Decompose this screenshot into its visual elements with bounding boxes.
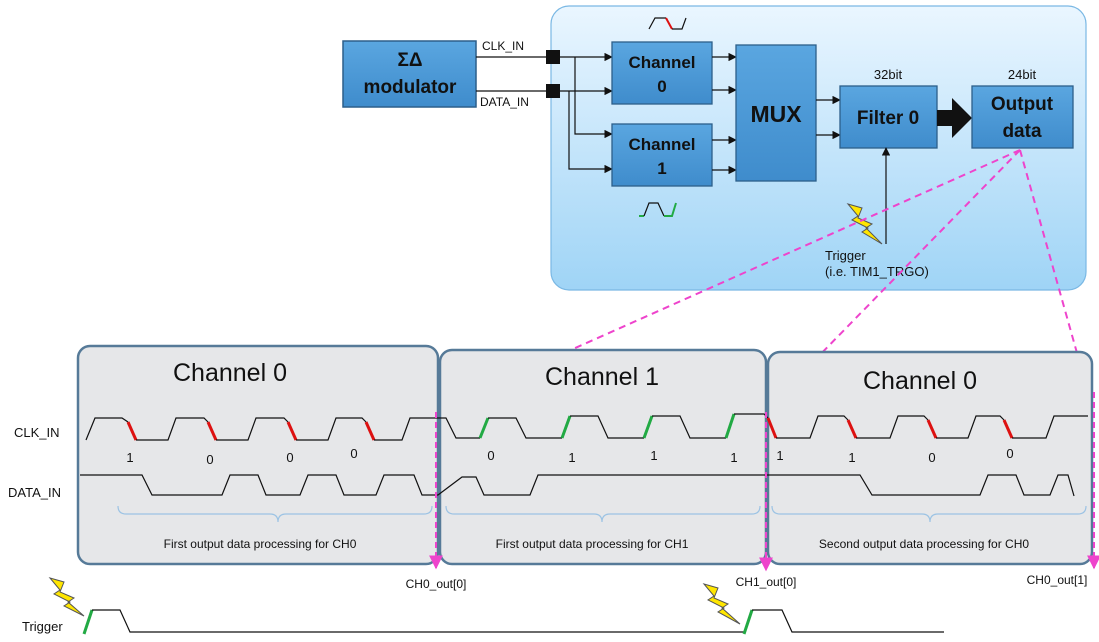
data-in-label: DATA_IN bbox=[480, 95, 529, 109]
bit-label: 1 bbox=[650, 448, 657, 463]
bit-label: 0 bbox=[1006, 446, 1013, 461]
phase-caption-0: First output data processing for CH0 bbox=[164, 537, 357, 551]
phase-title-0: Channel 0 bbox=[173, 359, 287, 387]
data-in-waveform bbox=[80, 474, 1075, 497]
clk-in-label: CLK_IN bbox=[482, 39, 524, 53]
trigger-waveform bbox=[82, 609, 944, 635]
phase-box-channel-0-second bbox=[766, 350, 1094, 566]
phase-caption-1: First output data processing for CH1 bbox=[496, 537, 689, 551]
svg-text:data: data bbox=[1002, 121, 1042, 142]
output-label-ch1-0: CH1_out[0] bbox=[736, 575, 797, 589]
phase-title-1: Channel 1 bbox=[545, 363, 659, 391]
svg-text:Filter 0: Filter 0 bbox=[857, 108, 919, 129]
bit-label: 1 bbox=[848, 450, 855, 465]
channel-0-block: Channel 0 bbox=[611, 41, 713, 105]
data-pin-icon bbox=[546, 84, 560, 98]
bit-label: 0 bbox=[487, 448, 494, 463]
rising-clock-edge-icon bbox=[648, 17, 687, 30]
modulator-symbol: ΣΔ bbox=[397, 50, 422, 71]
bit-label: 0 bbox=[350, 446, 357, 461]
timing-clk-label: CLK_IN bbox=[14, 425, 60, 440]
bit-label: 1 bbox=[776, 448, 783, 463]
clk-pin-icon bbox=[546, 50, 560, 64]
bit-label: 0 bbox=[928, 450, 935, 465]
phase-braces bbox=[117, 505, 1087, 523]
svg-text:Channel: Channel bbox=[628, 53, 695, 72]
timing-data-label: DATA_IN bbox=[8, 485, 61, 500]
phase-caption-2: Second output data processing for CH0 bbox=[819, 537, 1029, 551]
bit-label: 0 bbox=[286, 450, 293, 465]
bit-label: 1 bbox=[126, 450, 133, 465]
filter-to-output-arrow-icon bbox=[937, 98, 972, 138]
svg-text:0: 0 bbox=[657, 77, 666, 96]
svg-text:Output: Output bbox=[991, 94, 1054, 115]
output-label-ch0-1: CH0_out[1] bbox=[1027, 573, 1088, 587]
lightning-icon bbox=[846, 203, 883, 245]
trigger-example-label: (i.e. TIM1_TRGO) bbox=[825, 264, 929, 279]
output-data-block: Output data bbox=[971, 85, 1074, 149]
mux-block: MUX bbox=[735, 44, 817, 182]
svg-text:Channel: Channel bbox=[628, 135, 695, 154]
output-label-ch0-0: CH0_out[0] bbox=[406, 577, 467, 591]
trigger-label: Trigger bbox=[825, 248, 866, 263]
sigma-delta-modulator-block: ΣΔ modulator bbox=[342, 40, 477, 108]
output-markers bbox=[429, 392, 1099, 572]
trigger-lightning-icon bbox=[702, 583, 741, 625]
channel-1-block: Channel 1 bbox=[611, 123, 713, 187]
timing-trigger-label: Trigger bbox=[22, 619, 63, 634]
filter-0-block: Filter 0 bbox=[839, 85, 938, 149]
bit-label: 1 bbox=[730, 450, 737, 465]
clk-in-waveform bbox=[85, 413, 1088, 441]
trigger-lightning-icon bbox=[48, 577, 85, 617]
phase-title-2: Channel 0 bbox=[863, 367, 977, 395]
bit-label: 0 bbox=[206, 452, 213, 467]
bit-label: 1 bbox=[568, 450, 575, 465]
phase-box-channel-0-first bbox=[76, 344, 440, 566]
output-width-label: 24bit bbox=[1008, 67, 1037, 82]
falling-clock-edge-icon bbox=[639, 202, 677, 217]
modulator-label: modulator bbox=[364, 77, 457, 98]
filter-width-label: 32bit bbox=[874, 67, 903, 82]
svg-text:1: 1 bbox=[657, 159, 666, 178]
svg-text:MUX: MUX bbox=[750, 101, 802, 127]
